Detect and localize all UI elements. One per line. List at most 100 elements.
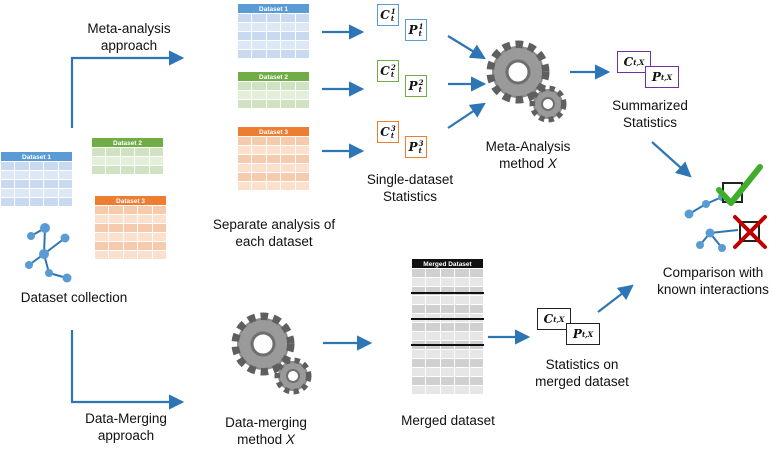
arrow-summary-compare [651, 141, 692, 178]
merged-table: Merged Dataset [411, 258, 484, 395]
dataset-collection-label: Dataset collection [20, 290, 128, 305]
collection-table-2: Dataset 2 [91, 137, 164, 175]
stat-subscript: t,X [633, 57, 645, 67]
stat-symbol: P [408, 140, 418, 154]
check-icon [716, 164, 763, 206]
label-line: Meta-Analysis [485, 139, 571, 154]
label-line: method X [478, 155, 578, 172]
stat-subscript: t,X [660, 72, 673, 82]
merging-gear-icon [231, 312, 312, 395]
stat-superscript: 2 [390, 63, 396, 72]
separate-analysis-label: Separate analysis of each dataset [206, 216, 342, 250]
label-line: Summarized [612, 98, 688, 113]
stat-subscript: t [418, 85, 422, 94]
separate-table-1: Dataset 1 [237, 3, 310, 59]
summarized-label: Summarized Statistics [600, 97, 700, 131]
merged-dataset-label: Merged dataset [401, 413, 495, 428]
table-header: Dataset 2 [91, 137, 164, 148]
stat-symbol: P [572, 327, 582, 341]
stat-superscript: 1 [418, 22, 424, 31]
stat-subscript: t,X [553, 314, 565, 324]
stat-subscript: t [418, 29, 422, 38]
merging-method-label: Data-merging method X [216, 414, 316, 448]
label-word: method [499, 156, 545, 171]
meta-gear-icon [486, 40, 567, 123]
label-line: approach [97, 428, 155, 443]
table-grid [0, 162, 73, 207]
table-grid [94, 206, 167, 260]
merge-separator-1 [411, 292, 484, 294]
label-line: Meta-analysis [87, 21, 171, 36]
label-line: method X [216, 431, 316, 448]
label-line: Single-dataset [366, 172, 454, 187]
stat-symbol: C [543, 312, 554, 326]
comparison-network-icon [684, 193, 739, 252]
collection-table-3: Dataset 3 [94, 195, 167, 260]
merge-separator-3 [411, 344, 484, 346]
comparison-label: Comparison with known interactions [648, 264, 778, 298]
table-grid [237, 82, 310, 109]
stat-subscript: t [390, 131, 395, 140]
stat-symbol: C [380, 125, 390, 139]
arrow-to-meta [70, 50, 185, 128]
stat-subscript: t [390, 70, 395, 79]
stat-superscript: 1 [390, 7, 396, 16]
collection-table-1: Dataset 1 [0, 151, 73, 207]
stat-superscript: 2 [418, 78, 424, 87]
single-stats-label: Single-dataset Statistics [360, 171, 460, 205]
label-line: Statistics [622, 115, 677, 130]
meta-method-label: Meta-Analysis method X [478, 138, 578, 172]
label-word: method [237, 432, 283, 447]
stat-superscript: 3 [418, 139, 424, 148]
label-line: Statistics [382, 189, 437, 204]
merge-separator-2 [411, 318, 484, 320]
arrow-s3-meta [447, 102, 486, 129]
table-header: Dataset 3 [94, 195, 167, 206]
separate-table-2: Dataset 2 [237, 71, 310, 109]
label-line: approach [100, 38, 158, 53]
table-header: Dataset 2 [237, 71, 310, 82]
table-grid [237, 14, 310, 59]
arrow-to-merge [70, 330, 185, 410]
table-header: Merged Dataset [411, 258, 484, 269]
label-line: Data-merging [225, 415, 307, 430]
arrow-s1-meta [447, 35, 486, 60]
separate-table-3: Dataset 3 [237, 126, 310, 191]
table-grid [237, 137, 310, 191]
stat-symbol: C [380, 8, 390, 22]
network-icon [25, 223, 72, 283]
stat-subscript: t [390, 14, 395, 23]
table-grid [91, 148, 164, 175]
table-header: Dataset 1 [237, 3, 310, 14]
stat-subscript: t [418, 146, 422, 155]
stat-subscript: t,X [581, 329, 594, 339]
cross-icon [733, 215, 767, 249]
label-variable: X [547, 156, 557, 171]
label-line: merged dataset [535, 374, 629, 389]
stat-symbol: P [408, 23, 418, 37]
stat-symbol: P [651, 70, 661, 84]
table-header: Dataset 1 [0, 151, 73, 162]
label-line: known interactions [657, 282, 769, 297]
label-line: Data-Merging [85, 411, 167, 426]
stat-symbol: C [623, 55, 634, 69]
label-line: Separate analysis of [212, 217, 336, 232]
stat-symbol: P [408, 79, 418, 93]
label-line: Comparison with [662, 265, 764, 280]
table-header: Dataset 3 [237, 126, 310, 137]
stat-symbol: C [380, 64, 390, 78]
flow-arrows [70, 24, 692, 410]
label-line: each dataset [235, 234, 313, 249]
label-variable: X [285, 432, 295, 447]
label-line: Statistics on [545, 357, 619, 372]
stats-merged-label: Statistics on merged dataset [527, 356, 637, 390]
